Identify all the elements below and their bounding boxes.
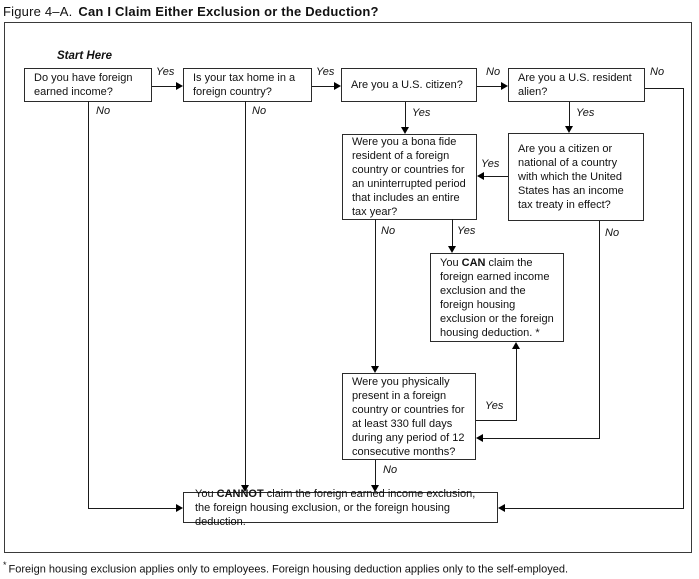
arrowhead-physical-yes [512, 342, 520, 349]
label-no-taxhome: No [252, 105, 267, 117]
connector-citizen-no [477, 86, 502, 87]
node-tax-home: Is your tax home in a foreign country? [183, 68, 312, 102]
arrowhead-physical-no [371, 485, 379, 492]
label-yes-physical: Yes [485, 400, 504, 412]
label-no-physical: No [383, 464, 398, 476]
arrowhead-alien-yes [565, 126, 573, 133]
footnote-marker: * [3, 560, 7, 570]
node-text: Were you a bona fide resident of a forei… [352, 136, 466, 218]
label-no-treaty: No [605, 227, 620, 239]
node-text: Is your tax home in a foreign country? [193, 72, 296, 98]
label-yes-treaty: Yes [481, 158, 500, 170]
arrowhead-citizen-no [501, 82, 508, 90]
figure-title-text: Can I Claim Either Exclusion or the Dedu… [78, 4, 379, 19]
connector-income-yes [152, 86, 177, 87]
figure-title: Figure 4–A. Can I Claim Either Exclusion … [3, 4, 379, 19]
connector-bonafide-yes-v [452, 219, 453, 247]
label-yes-bonafide: Yes [457, 225, 476, 237]
arrowhead-alien-no [498, 504, 505, 512]
node-us-citizen: Are you a U.S. citizen? [341, 68, 477, 102]
arrowhead-bonafide-yes [448, 246, 456, 253]
connector-alien-yes-v [569, 102, 570, 127]
node-text: Are you a U.S. resident alien? [518, 72, 632, 98]
arrowhead-treaty-yes [477, 172, 484, 180]
node-text: Are you a U.S. citizen? [351, 79, 463, 91]
connector-alien-no-h2 [504, 508, 684, 509]
node-can-claim: You CAN claim the foreign earned income … [430, 253, 564, 342]
node-text: Are you a citizen or national of a count… [518, 143, 624, 211]
connector-physical-yes-h [476, 420, 517, 421]
connector-physical-no-v [375, 460, 376, 486]
arrowhead-income-no [176, 504, 183, 512]
arrowhead-taxhome-no [241, 485, 249, 492]
node-resident-alien: Are you a U.S. resident alien? [508, 68, 645, 102]
node-text: You CAN claim the foreign earned income … [440, 256, 554, 339]
node-foreign-earned-income: Do you have foreign earned income? [24, 68, 152, 102]
connector-taxhome-yes [312, 86, 335, 87]
connector-citizen-yes-v [405, 102, 406, 128]
arrowhead-treaty-no [476, 434, 483, 442]
node-physical-presence: Were you physically present in a foreign… [342, 373, 476, 460]
label-no-income: No [96, 105, 111, 117]
arrowhead-bonafide-no [371, 366, 379, 373]
node-bona-fide-resident: Were you a bona fide resident of a forei… [342, 134, 477, 220]
label-no-alien: No [650, 66, 665, 78]
connector-treaty-no-h [482, 438, 600, 439]
label-yes-alien: Yes [576, 107, 595, 119]
start-here-label: Start Here [57, 50, 112, 62]
connector-physical-yes-v [516, 349, 517, 421]
label-yes-citizen: Yes [412, 107, 431, 119]
node-tax-treaty: Are you a citizen or national of a count… [508, 133, 644, 221]
label-no-bonafide: No [381, 225, 396, 237]
connector-alien-no-v [683, 88, 684, 509]
figure-number: Figure 4–A. [3, 4, 73, 19]
flowchart-frame [4, 22, 692, 553]
connector-treaty-no-v [599, 221, 600, 439]
node-text: You CANNOT claim the foreign earned inco… [195, 487, 476, 528]
node-text: Were you physically present in a foreign… [352, 375, 465, 458]
node-text: Do you have foreign earned income? [34, 72, 133, 98]
label-no-citizen: No [486, 66, 501, 78]
arrowhead-taxhome-yes [334, 82, 341, 90]
label-yes-taxhome: Yes [316, 66, 335, 78]
connector-taxhome-no-v [245, 101, 246, 486]
connector-treaty-yes-h [484, 176, 508, 177]
node-cannot-claim: You CANNOT claim the foreign earned inco… [183, 488, 498, 528]
footnote-text: Foreign housing exclusion applies only t… [8, 563, 569, 576]
connector-income-no-v [88, 101, 89, 509]
label-yes-income: Yes [156, 66, 175, 78]
arrowhead-income-yes [176, 82, 183, 90]
connector-alien-no-h1 [645, 88, 684, 89]
connector-income-no-h [88, 508, 177, 509]
arrowhead-citizen-yes [401, 127, 409, 134]
footnote: *Foreign housing exclusion applies only … [3, 560, 568, 576]
connector-bonafide-no-v [375, 219, 376, 367]
